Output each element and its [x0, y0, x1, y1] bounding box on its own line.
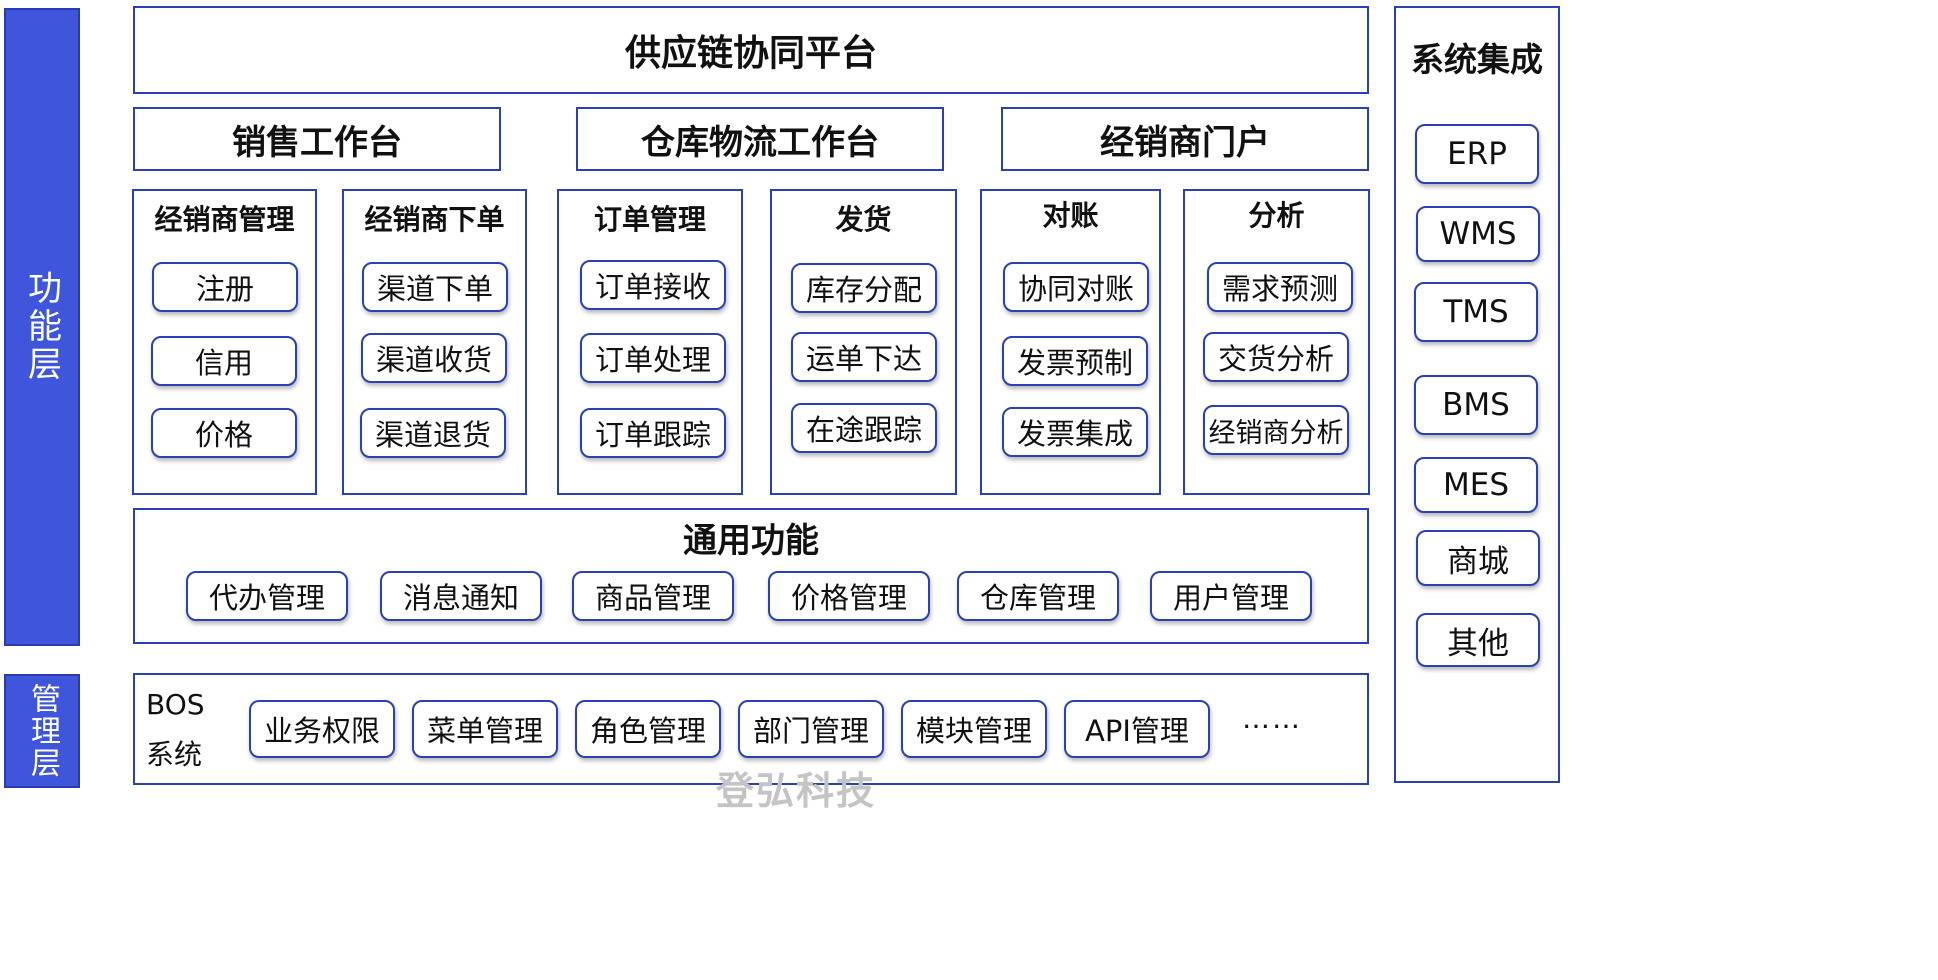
common-functions-title: 通用功能 [683, 520, 819, 561]
module-item-price[interactable]: 价格 [151, 408, 297, 458]
module-dealer-management-title: 经销商管理 [154, 203, 295, 236]
module-item-delivery-analysis[interactable]: 交货分析 [1203, 332, 1349, 382]
module-item-channel-return[interactable]: 渠道退货 [360, 408, 506, 458]
integration-item-wms[interactable]: WMS [1416, 206, 1540, 262]
module-shipping-title: 发货 [835, 203, 892, 236]
module-item-order-receive[interactable]: 订单接收 [580, 260, 726, 310]
common-item-todo[interactable]: 代办管理 [186, 571, 348, 621]
module-item-transit-track[interactable]: 在途跟踪 [791, 403, 937, 453]
bos-item-department[interactable]: 部门管理 [738, 700, 884, 758]
integration-item-mes[interactable]: MES [1414, 457, 1538, 513]
workbench-sales [133, 107, 501, 171]
bos-more-ellipsis: …… [1242, 702, 1302, 735]
common-item-message[interactable]: 消息通知 [380, 571, 542, 621]
module-analysis-title: 分析 [1248, 199, 1305, 232]
module-item-register[interactable]: 注册 [152, 262, 298, 312]
management-layer-label: 管理层 [4, 674, 80, 788]
function-layer-text: 功能层 [21, 270, 62, 384]
platform-title: 供应链协同平台 [624, 33, 877, 74]
function-layer-label: 功能层 [4, 8, 80, 646]
common-item-warehouse[interactable]: 仓库管理 [957, 571, 1119, 621]
workbench-sales-title: 销售工作台 [232, 122, 402, 163]
integration-item-bms[interactable]: BMS [1414, 375, 1538, 435]
module-item-invoice-integration[interactable]: 发票集成 [1002, 407, 1148, 457]
bos-item-menu[interactable]: 菜单管理 [412, 700, 558, 758]
module-dealer-order-title: 经销商下单 [364, 203, 505, 236]
bos-item-role[interactable]: 角色管理 [575, 700, 721, 758]
module-item-invoice-prepare[interactable]: 发票预制 [1002, 336, 1148, 386]
module-item-channel-receive[interactable]: 渠道收货 [361, 333, 507, 383]
module-item-waybill[interactable]: 运单下达 [791, 332, 937, 382]
module-item-credit[interactable]: 信用 [151, 336, 297, 386]
workbench-dealer-portal-title: 经销商门户 [1100, 122, 1270, 163]
common-item-user[interactable]: 用户管理 [1150, 571, 1312, 621]
workbench-warehouse [576, 107, 944, 171]
bos-item-api[interactable]: API管理 [1064, 700, 1210, 758]
bos-label-line1: BOS [146, 688, 205, 721]
workbench-warehouse-title: 仓库物流工作台 [641, 122, 879, 163]
bos-label-line2: 系统 [146, 738, 203, 771]
integration-item-erp[interactable]: ERP [1415, 124, 1539, 184]
common-item-price[interactable]: 价格管理 [768, 571, 930, 621]
integration-item-other[interactable]: 其他 [1416, 613, 1540, 667]
integration-item-tms[interactable]: TMS [1414, 282, 1538, 342]
common-item-product[interactable]: 商品管理 [572, 571, 734, 621]
module-item-order-track[interactable]: 订单跟踪 [580, 408, 726, 458]
module-item-order-process[interactable]: 订单处理 [580, 333, 726, 383]
management-layer-text: 管理层 [25, 683, 60, 779]
module-order-management-title: 订单管理 [593, 203, 706, 236]
module-item-collab-reconcile[interactable]: 协同对账 [1003, 262, 1149, 312]
integration-title: 系统集成 [1411, 40, 1543, 79]
module-item-demand-forecast[interactable]: 需求预测 [1207, 262, 1353, 312]
bos-item-permission[interactable]: 业务权限 [249, 700, 395, 758]
module-item-dealer-analysis[interactable]: 经销商分析 [1203, 405, 1349, 455]
bos-item-module[interactable]: 模块管理 [901, 700, 1047, 758]
module-item-channel-order[interactable]: 渠道下单 [362, 262, 508, 312]
module-reconciliation-title: 对账 [1042, 199, 1099, 232]
workbench-dealer-portal [1001, 107, 1369, 171]
module-item-stock-allocation[interactable]: 库存分配 [791, 263, 937, 313]
watermark-text: 登弘科技 [716, 769, 877, 813]
platform-banner [133, 6, 1369, 94]
integration-item-mall[interactable]: 商城 [1416, 530, 1540, 586]
